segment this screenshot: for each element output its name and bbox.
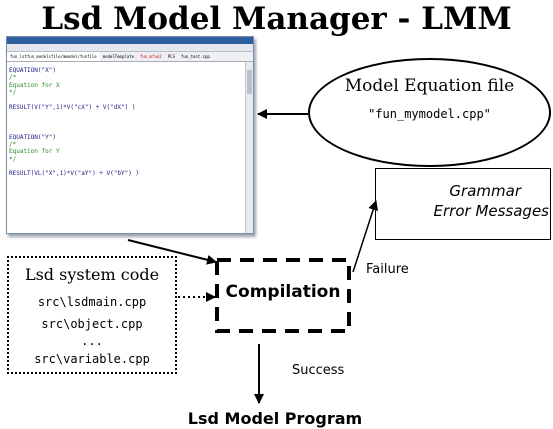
editor-tab: modelTemplate	[102, 54, 135, 59]
system-code-title: Lsd system code	[24, 265, 160, 284]
code-line: */	[9, 155, 17, 163]
code-line: /*	[9, 74, 17, 82]
code-line: Equation for X	[9, 81, 60, 89]
system-file-variable: src\variable.cpp	[34, 352, 150, 366]
diagram-title: Lsd Model Manager - LMM	[41, 1, 512, 37]
system-file-object: src\object.cpp	[41, 317, 143, 331]
code-line: RESULT(V("Y",1)*V("cX") + V("dX") )	[9, 103, 136, 111]
editor-code-area: EQUATION("X")/*Equation for X*/RESULT(V(…	[9, 67, 243, 178]
editor-tab: fun_mfun2	[140, 54, 162, 59]
system-file-ellipsis: ...	[81, 334, 103, 348]
model-equation-title: Model Equation file	[344, 76, 515, 96]
system-file-lsdmain: src\lsdmain.cpp	[37, 295, 147, 309]
failure-label: Failure	[366, 262, 409, 277]
grammar-label: Grammar	[449, 182, 521, 200]
code-line: EQUATION("X")	[9, 67, 56, 74]
editor-titlebar	[7, 37, 253, 44]
error-messages-label: Error Messages	[433, 202, 549, 220]
model-equation-ellipse	[308, 58, 551, 167]
editor-tab: fun_lstfun_modelsfile/mmodel/funfile	[7, 52, 100, 61]
code-line: /*	[9, 140, 17, 148]
arrow-failure-to-grammar	[352, 200, 378, 273]
code-line: */	[9, 89, 17, 97]
editor-scrollbar	[245, 62, 253, 233]
editor-tab: PLS	[167, 54, 175, 59]
success-label: Success	[292, 363, 345, 378]
editor-scroll-thumb	[247, 70, 252, 94]
arrow-editor-to-compilation	[127, 239, 217, 265]
model-equation-filename: "fun_mymodel.cpp"	[368, 107, 491, 121]
editor-toolbar	[7, 44, 253, 52]
code-line: Equation for Y	[9, 148, 60, 156]
system-code-box	[7, 256, 177, 374]
editor-tab: fun_test.cpp	[180, 54, 210, 59]
lsd-model-program-label: Lsd Model Program	[187, 409, 363, 428]
compilation-box	[215, 258, 351, 333]
code-line: EQUATION("Y")	[9, 133, 56, 141]
compilation-label: Compilation	[225, 282, 341, 302]
code-line: RESULT(VL("X",1)*V("aY") + V("bY") )	[9, 170, 140, 178]
